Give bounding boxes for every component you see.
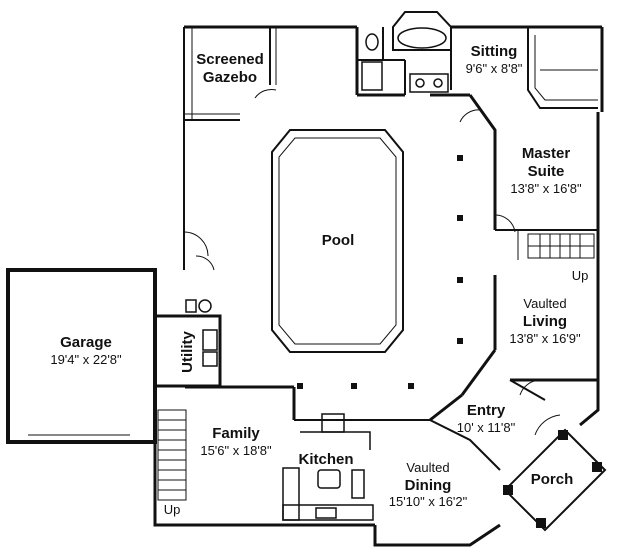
dining-dim: 15'10" x 16'2" (389, 494, 468, 509)
living-label-1: Vaulted (523, 296, 566, 311)
dining-label-1: Vaulted (406, 460, 449, 475)
kitchen-label: Kitchen (298, 451, 353, 468)
living-label-2: Living (523, 313, 567, 330)
gazebo-label-1: Screened (196, 51, 264, 68)
sitting-dim: 9'6" x 8'8" (466, 61, 523, 76)
kitchen-fixtures (282, 413, 374, 521)
exterior-walls (6, 11, 607, 547)
garage-label: Garage (60, 334, 112, 351)
sitting-label: Sitting (471, 43, 518, 60)
doors (183, 89, 561, 436)
dining-label-2: Dining (405, 477, 452, 494)
utility-fixtures (185, 299, 218, 367)
porch-label: Porch (531, 471, 574, 488)
utility-label: Utility (179, 331, 196, 373)
entry-dim: 10' x 11'8" (457, 420, 516, 435)
living-dim: 13'8" x 16'9" (509, 331, 581, 346)
entry-label: Entry (467, 402, 506, 419)
master-label-1: Master (522, 145, 571, 162)
stairs-up-family: Up (164, 502, 181, 517)
stairs-family (157, 409, 187, 501)
family-label: Family (212, 425, 260, 442)
family-dim: 15'6" x 18'8" (200, 443, 272, 458)
pool-label: Pool (322, 232, 355, 249)
master-label-2: Suite (528, 163, 565, 180)
stairs-master (527, 233, 595, 259)
garage-dim: 19'4" x 22'8" (50, 352, 122, 367)
bath-fixtures (361, 27, 449, 93)
columns (297, 155, 602, 528)
gazebo-label-2: Gazebo (203, 69, 257, 86)
master-dim: 13'8" x 16'8" (510, 181, 582, 196)
pool (271, 129, 404, 353)
stairs-up-master: Up (572, 268, 589, 283)
